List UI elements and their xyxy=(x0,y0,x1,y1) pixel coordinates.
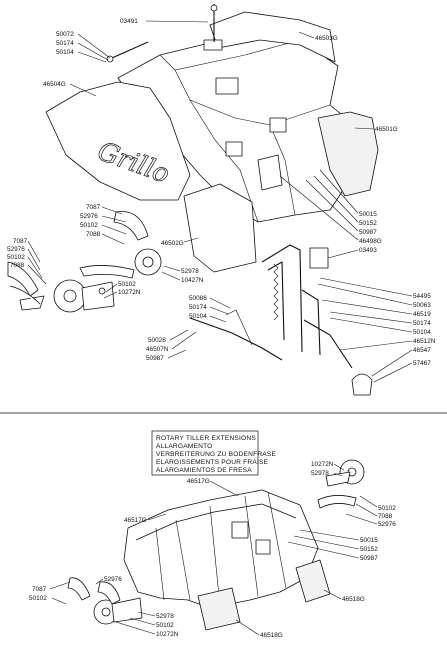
callout-7088-c: 7088 xyxy=(378,513,393,520)
callout-57467: 57467 xyxy=(413,360,431,367)
inner-panel-b xyxy=(295,559,331,603)
bracket-03493 xyxy=(309,247,329,269)
callout-50152-a: 50152 xyxy=(359,220,377,227)
callout-50174-c: 50174 xyxy=(413,320,431,327)
caption-line-4: ELARGISSEMENTS POUR FRAISE xyxy=(156,459,269,466)
callout-46518g-a: 46518G xyxy=(342,596,365,603)
bottom-callout-labels: 10272N 52978 46517G 46517G 50102 7088 52… xyxy=(29,461,396,639)
callout-46503g: 46503G xyxy=(315,35,338,42)
callout-50987-c: 50987 xyxy=(360,555,378,562)
bottom-exploded-view xyxy=(67,459,365,631)
callout-46502g: 46502G xyxy=(161,240,184,247)
callout-46517g-a: 46517G xyxy=(187,478,210,485)
callout-46507n: 46507N xyxy=(146,346,169,353)
callout-50152-b: 50152 xyxy=(360,546,378,553)
callout-03491: 03491 xyxy=(120,18,138,25)
callout-03493: 03493 xyxy=(359,247,377,254)
callout-7088-a: 7088 xyxy=(86,231,101,238)
callout-50987-b: 50987 xyxy=(146,355,164,362)
callout-50015-a: 50015 xyxy=(359,211,377,218)
bracket xyxy=(257,154,283,191)
callout-50104-b: 50104 xyxy=(189,313,207,320)
callout-50102-b: 50102 xyxy=(7,254,25,261)
callout-50063: 50063 xyxy=(413,302,431,309)
callout-50086: 50086 xyxy=(189,295,207,302)
callout-46519: 46519 xyxy=(413,311,431,318)
rubber-curtain xyxy=(183,183,257,273)
callout-10272n-b: 10272N xyxy=(311,461,334,468)
callout-50987-a: 50987 xyxy=(359,229,377,236)
callout-46518g-b: 46518G xyxy=(260,632,283,639)
callout-7087-a: 7087 xyxy=(86,204,101,211)
frame-bar xyxy=(261,244,303,353)
tine-assembly-top xyxy=(79,211,162,279)
inner-panel-a xyxy=(197,587,241,631)
callout-7087-c: 7087 xyxy=(32,586,47,593)
callout-46504g: 46504G xyxy=(43,81,66,88)
callout-7088-b: 7088 xyxy=(10,262,25,269)
callout-50102-e: 50102 xyxy=(29,595,47,602)
caption-line-5: ALARGAMIENTOS DE FRESA xyxy=(156,467,252,474)
callout-10272n-c: 10272N xyxy=(156,631,179,638)
callout-52976-a: 52976 xyxy=(80,213,98,220)
callout-50104-a: 50104 xyxy=(56,49,74,56)
callout-50102-c: 50102 xyxy=(118,281,136,288)
tine-assembly-bottom-right xyxy=(317,459,365,509)
caption-line-1: ROTARY TILLER EXTENSIONS xyxy=(156,435,256,442)
side-extension-left xyxy=(45,81,191,201)
callout-46501g: 46501G xyxy=(375,126,398,133)
spring xyxy=(273,263,279,321)
callout-50102-a: 50102 xyxy=(80,222,98,229)
callout-54495: 54495 xyxy=(413,293,431,300)
callout-52976-c: 52976 xyxy=(378,521,396,528)
callout-50102-f: 50102 xyxy=(156,622,174,629)
callout-10272n-a: 10272N xyxy=(118,289,141,296)
clamp xyxy=(351,373,373,396)
callout-46517g-b: 46517G xyxy=(124,517,147,524)
cap-part xyxy=(203,39,223,51)
caption-box: ROTARY TILLER EXTENSIONS ALLARGAMENTO VE… xyxy=(151,430,276,476)
callout-50104-c: 50104 xyxy=(413,329,431,336)
hood-extension-plate xyxy=(209,11,336,63)
callout-52978-b: 52978 xyxy=(311,470,329,477)
tine-assembly-left xyxy=(7,261,115,313)
callout-52976-d: 52976 xyxy=(104,576,122,583)
callout-50072: 50072 xyxy=(56,31,74,38)
callout-46498g: 46498G xyxy=(359,238,382,245)
callout-50174-a: 50174 xyxy=(56,40,74,47)
side-extension-right xyxy=(317,111,379,197)
callout-50015-b: 50015 xyxy=(360,537,378,544)
callout-52978-a: 52978 xyxy=(181,268,199,275)
callout-52978-c: 52978 xyxy=(156,613,174,620)
callout-50174-b: 50174 xyxy=(189,304,207,311)
tine-assembly-bottom-left xyxy=(67,577,143,625)
caption-line-2: ALLARGAMENTO xyxy=(156,443,213,450)
linkage-rod xyxy=(189,317,283,361)
caption-line-3: VERBREITERUNG ZU BODENFRASE xyxy=(156,451,276,458)
top-callout-labels: 03491 46503G 50072 50174 50104 46504G 46… xyxy=(7,18,436,383)
callout-50028: 50028 xyxy=(148,337,166,344)
callout-10427n: 10427N xyxy=(181,277,204,284)
callout-52976-b: 52976 xyxy=(7,246,25,253)
callout-7087-b: 7087 xyxy=(13,238,28,245)
callout-46547: 46547 xyxy=(413,347,431,354)
callout-50102-d: 50102 xyxy=(378,505,396,512)
callout-46512n: 46512N xyxy=(413,338,436,345)
top-exploded-view: Grillo xyxy=(7,4,379,396)
